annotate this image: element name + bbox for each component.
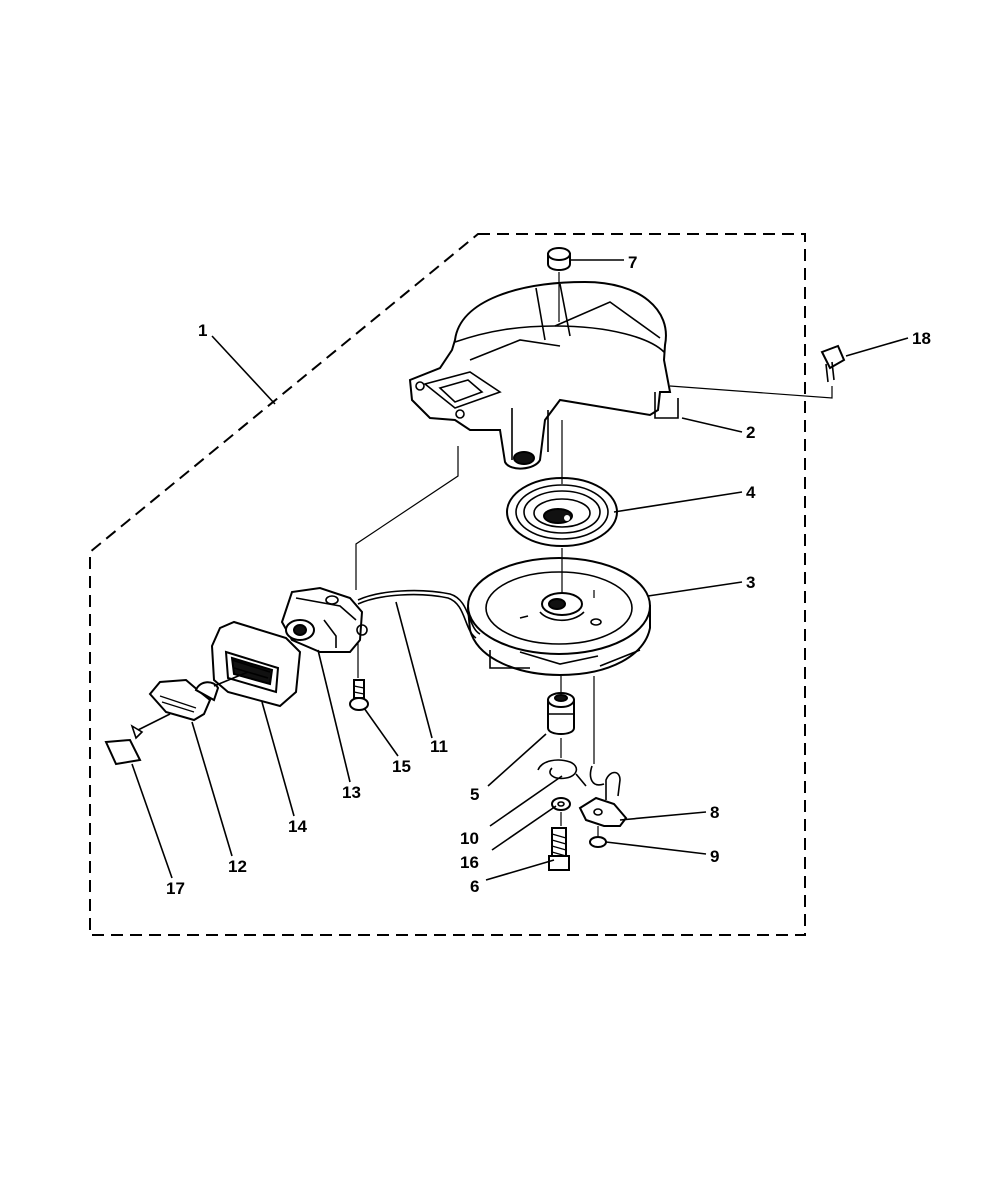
callout-13: 13 bbox=[342, 783, 361, 802]
callout-3: 3 bbox=[746, 573, 755, 592]
part-11-rope bbox=[357, 589, 481, 639]
leader-lines bbox=[131, 259, 909, 881]
callout-2: 2 bbox=[746, 423, 755, 442]
part-12-insert bbox=[130, 671, 249, 740]
callout-17: 17 bbox=[166, 879, 185, 898]
part-5-bushing bbox=[547, 676, 575, 758]
callout-5: 5 bbox=[470, 785, 479, 804]
part-3-pulley bbox=[466, 548, 651, 677]
callout-6: 6 bbox=[470, 877, 479, 896]
part-9-washer bbox=[589, 826, 607, 848]
part-2-housing bbox=[408, 280, 679, 470]
callout-11: 11 bbox=[430, 737, 448, 756]
part-7-nut bbox=[547, 247, 571, 322]
callout-4: 4 bbox=[746, 483, 756, 502]
callout-10: 10 bbox=[460, 829, 479, 848]
callouts: 1 2 3 4 5 6 7 8 9 10 11 12 13 14 15 16 1… bbox=[166, 253, 931, 898]
part-16-washer bbox=[551, 797, 571, 826]
part-17-plate bbox=[104, 738, 142, 766]
callout-9: 9 bbox=[710, 847, 719, 866]
callout-1: 1 bbox=[198, 321, 207, 340]
callout-16: 16 bbox=[460, 853, 479, 872]
callout-15: 15 bbox=[392, 757, 411, 776]
part-8-pawl bbox=[578, 676, 628, 827]
assembly-boundary bbox=[89, 233, 806, 936]
part-15-screw bbox=[349, 642, 369, 711]
callout-7: 7 bbox=[628, 253, 637, 272]
part-6-screw bbox=[548, 827, 570, 871]
callout-8: 8 bbox=[710, 803, 719, 822]
part-13-rope-guide bbox=[280, 446, 459, 653]
callout-14: 14 bbox=[288, 817, 307, 836]
callout-18: 18 bbox=[912, 329, 931, 348]
part-4-spring bbox=[506, 420, 618, 547]
callout-12: 12 bbox=[228, 857, 247, 876]
part-14-handle bbox=[210, 620, 302, 708]
part-18-bolt bbox=[669, 344, 846, 399]
part-10-clip bbox=[537, 759, 587, 787]
